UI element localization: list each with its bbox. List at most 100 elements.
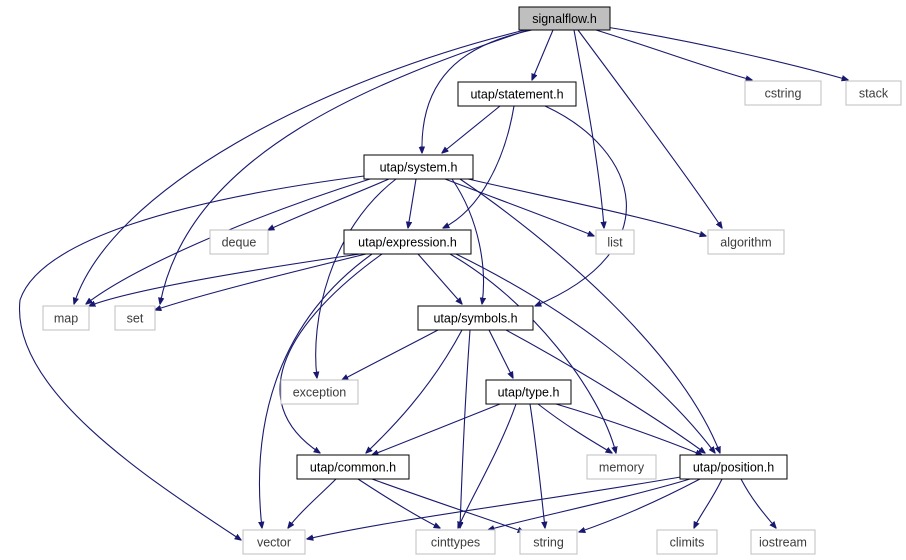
edge-position-to-vector (307, 475, 687, 539)
edge-symbols-to-type (488, 329, 513, 378)
node-cstring-label: cstring (765, 87, 802, 101)
edge-type-to-memory (537, 403, 612, 453)
edge-signalflow-to-set (160, 29, 529, 304)
edge-type-to-position (555, 403, 702, 455)
edge-expression-to-memory (449, 253, 616, 453)
node-type[interactable]: utap/type.h (485, 379, 572, 405)
edge-expression-to-symbols (417, 253, 462, 304)
edge-type-to-cinttypes (458, 403, 517, 528)
node-expression-label: utap/expression.h (358, 236, 457, 250)
node-list-label: list (607, 236, 623, 250)
edge-system-to-expression (408, 178, 417, 228)
edge-signalflow-to-stack (605, 26, 848, 80)
node-stack: stack (845, 80, 902, 106)
node-common[interactable]: utap/common.h (296, 454, 410, 480)
node-signalflow-box (518, 6, 611, 31)
edge-statement-to-expression (443, 105, 515, 228)
node-system-box (363, 154, 474, 180)
edge-system-to-map (86, 178, 371, 304)
edge-system-to-exception (316, 178, 397, 378)
edge-signalflow-to-system (422, 29, 533, 153)
edge-system-to-position (459, 178, 720, 453)
node-stack-box (845, 80, 902, 106)
node-cstring: cstring (744, 80, 822, 106)
edge-symbols-to-position (505, 329, 705, 453)
edge-statement-to-system (442, 105, 501, 153)
node-system[interactable]: utap/system.h (363, 154, 474, 180)
edge-common-to-cinttypes (357, 478, 440, 528)
edge-position-to-cinttypes (488, 478, 691, 530)
edge-system-to-deque (268, 178, 390, 230)
node-cinttypes: cinttypes (415, 529, 496, 555)
edge-system-to-algorithm (467, 178, 706, 236)
node-algorithm-label: algorithm (720, 236, 771, 250)
edge-type-to-common (372, 403, 501, 455)
edge-system-to-symbols (451, 178, 483, 304)
node-memory-label: memory (599, 461, 645, 475)
node-map-box (42, 305, 90, 331)
node-exception-box (280, 379, 359, 405)
node-expression[interactable]: utap/expression.h (343, 229, 472, 255)
node-string-box (519, 529, 578, 555)
node-climits-box (656, 529, 718, 555)
edge-expression-to-common (279, 253, 383, 453)
node-symbols-label: utap/symbols.h (433, 312, 517, 326)
node-memory-box (586, 454, 657, 480)
edge-signalflow-to-map (74, 29, 526, 304)
node-exception-label: exception (293, 386, 347, 400)
edge-statement-to-symbols (535, 105, 627, 306)
node-vector-box (242, 529, 306, 555)
edge-expression-to-map (89, 253, 361, 306)
edge-type-to-string (529, 403, 545, 528)
nodes-layer: signalflow.h utap/statement.h utap/system.… (42, 6, 902, 555)
node-signalflow[interactable]: signalflow.h (518, 6, 611, 31)
node-climits-label: climits (670, 536, 705, 550)
edge-expression-to-vector (259, 253, 373, 528)
node-type-label: utap/type.h (498, 386, 560, 400)
node-statement-box (457, 81, 577, 107)
node-iostream-label: iostream (759, 536, 807, 550)
node-deque: deque (209, 229, 269, 255)
node-cinttypes-label: cinttypes (431, 536, 480, 550)
node-vector-label: vector (257, 536, 291, 550)
node-cstring-box (744, 80, 822, 106)
node-position[interactable]: utap/position.h (679, 454, 788, 480)
node-iostream-box (750, 529, 816, 555)
node-set-box (114, 305, 156, 331)
node-common-box (296, 454, 410, 480)
node-set-label: set (127, 312, 144, 326)
node-deque-box (209, 229, 269, 255)
edge-expression-to-position (455, 253, 715, 453)
node-algorithm: algorithm (707, 229, 785, 255)
node-signalflow-label: signalflow.h (532, 12, 597, 26)
node-position-box (679, 454, 788, 480)
node-common-label: utap/common.h (310, 461, 396, 475)
node-position-label: utap/position.h (693, 461, 774, 475)
node-map: map (42, 305, 90, 331)
node-memory: memory (586, 454, 657, 480)
node-type-box (485, 379, 572, 405)
node-deque-label: deque (222, 236, 257, 250)
node-string: string (519, 529, 578, 555)
edge-symbols-to-cinttypes (460, 329, 471, 528)
node-cinttypes-box (415, 529, 496, 555)
edge-symbols-to-common (366, 329, 463, 453)
edges-layer (19, 26, 848, 540)
edge-position-to-string (579, 478, 701, 532)
node-statement[interactable]: utap/statement.h (457, 81, 577, 107)
edge-expression-to-set (155, 253, 367, 310)
node-map-label: map (54, 312, 78, 326)
node-set: set (114, 305, 156, 331)
node-symbols[interactable]: utap/symbols.h (417, 305, 534, 331)
edge-signalflow-to-statement (532, 29, 554, 80)
node-statement-label: utap/statement.h (470, 88, 563, 102)
edge-symbols-to-exception (342, 329, 439, 380)
edge-position-to-iostream (740, 478, 776, 528)
edge-signalflow-to-algorithm (577, 29, 722, 228)
node-system-label: utap/system.h (380, 161, 458, 175)
node-vector: vector (242, 529, 306, 555)
node-string-label: string (533, 536, 564, 550)
node-expression-box (343, 229, 472, 255)
edge-common-to-vector (288, 478, 337, 528)
